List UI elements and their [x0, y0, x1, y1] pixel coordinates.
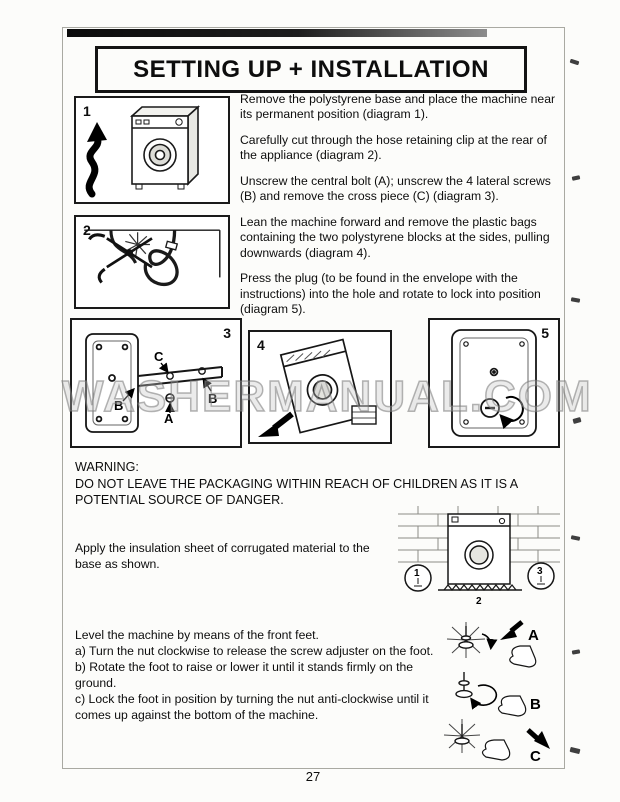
back-panel	[85, 333, 139, 433]
wavy-up-arrow-icon	[85, 122, 107, 198]
warning-block: WARNING: DO NOT LEAVE THE PACKAGING WITH…	[75, 459, 567, 509]
bold-arrow-c	[526, 728, 550, 749]
insulation-instruction: Apply the insulation sheet of corrugated…	[75, 541, 370, 571]
insulation-sheet-illustration: 1 2 3	[398, 506, 560, 607]
label-b-right: B	[208, 391, 217, 406]
diagram-3: 3	[70, 318, 242, 448]
scan-top-bar	[67, 29, 487, 37]
callout-3: 3	[537, 566, 543, 577]
rotate-arrow-b	[470, 684, 498, 710]
foot-adjustment-illustration: A B C	[443, 620, 550, 765]
washing-machine-illustration	[85, 105, 201, 198]
cross-piece	[137, 366, 223, 403]
page-title: SETTING UP + INSTALLATION	[133, 55, 489, 83]
leveling-intro: Level the machine by means of the front …	[75, 628, 319, 642]
diagram-4-number: 4	[257, 337, 265, 353]
down-left-arrow-icon	[258, 411, 294, 437]
scan-artifact	[571, 175, 581, 181]
scan-artifact	[569, 746, 581, 755]
warning-text: DO NOT LEAVE THE PACKAGING WITHIN REACH …	[75, 476, 518, 508]
callout-2: 2	[476, 596, 482, 607]
diagram-5: 5	[428, 318, 560, 448]
polystyrene-block	[351, 405, 377, 425]
diagram-1: 1	[74, 96, 230, 204]
label-arrows	[122, 362, 212, 413]
scan-artifact	[571, 649, 581, 655]
diagram-5-number: 5	[541, 325, 549, 341]
label-b: B	[530, 696, 541, 713]
leveling-instructions: Level the machine by means of the front …	[75, 627, 443, 724]
back-panel	[451, 329, 537, 437]
hose-clip	[164, 240, 179, 251]
leveling-step-c: c) Lock the foot in position by turning …	[75, 692, 429, 723]
corrugated-base-sheet	[438, 584, 522, 591]
bold-arrow-a	[500, 620, 524, 640]
scan-artifact	[569, 58, 580, 66]
insulation-diagram: 1 2 3	[398, 506, 560, 608]
leveling-diagram: A B C	[430, 612, 558, 765]
label-a: A	[164, 411, 174, 426]
machine-rear-edge	[84, 229, 221, 278]
cutters-illustration	[88, 233, 153, 284]
machine-body	[129, 105, 201, 190]
diagram-3-number: 3	[223, 325, 231, 341]
hand-illustration-b	[497, 695, 527, 717]
callout-1: 1	[414, 568, 420, 579]
instruction-step-2: Carefully cut through the hose retaining…	[240, 132, 547, 163]
hoses	[109, 230, 179, 287]
scan-artifact	[572, 417, 582, 424]
diagram-2-number: 2	[83, 222, 91, 238]
label-c: C	[154, 349, 164, 364]
warning-heading: WARNING:	[75, 460, 139, 474]
diagram-2: 2	[74, 215, 230, 309]
turn-arrow-a	[481, 633, 498, 651]
rotate-arrow-icon	[499, 395, 524, 430]
foot-a	[458, 626, 474, 649]
foot-callout-circles	[404, 562, 555, 592]
page-border-frame	[62, 27, 565, 769]
leveling-step-a: a) Turn the nut clockwise to release the…	[75, 644, 434, 659]
part-labels: C B A B	[114, 349, 217, 426]
instruction-step-5: Press the plug (to be found in the envel…	[240, 271, 541, 317]
tilted-machine-illustration	[258, 338, 377, 437]
label-a: A	[528, 627, 539, 644]
scan-artifact	[570, 535, 581, 541]
diagram-4: 4	[248, 330, 392, 444]
machine-body-tilted	[279, 338, 364, 434]
hose-clip-illustration	[84, 229, 221, 287]
scan-artifact	[570, 297, 581, 303]
plug-panel-illustration	[451, 329, 537, 437]
instruction-step-3: Unscrew the central bolt (A); unscrew th…	[240, 173, 551, 204]
foot-b	[455, 672, 473, 699]
diagram-1-number: 1	[83, 103, 91, 119]
hand-illustration-c	[481, 739, 511, 761]
hand-illustration-a	[509, 645, 537, 668]
label-b-left: B	[114, 398, 123, 413]
foot-c	[454, 724, 470, 745]
instruction-list: Remove the polystyrene base and place th…	[240, 92, 562, 328]
page-title-box: SETTING UP + INSTALLATION	[95, 46, 527, 93]
leveling-step-b: b) Rotate the foot to raise or lower it …	[75, 660, 414, 691]
label-c: C	[530, 748, 541, 764]
machine-front	[447, 513, 511, 585]
page-number: 27	[305, 769, 321, 784]
plug	[480, 398, 500, 418]
instruction-step-1: Remove the polystyrene base and place th…	[240, 92, 556, 122]
instruction-step-4: Lean the machine forward and remove the …	[240, 214, 550, 260]
back-panel-bolts-illustration: C B A B	[85, 333, 223, 433]
